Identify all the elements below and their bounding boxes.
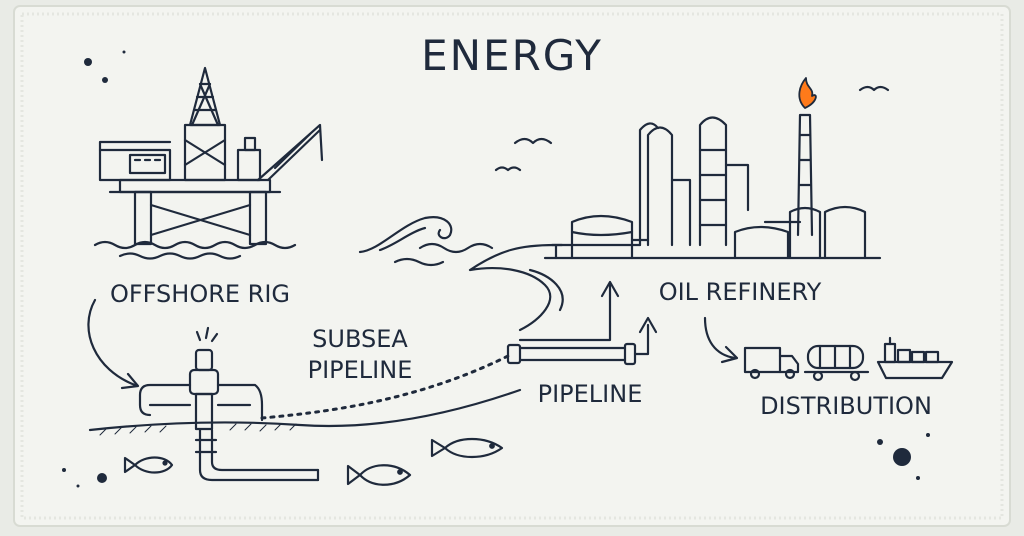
seabed-hatching xyxy=(99,423,297,436)
napkin-background xyxy=(13,5,1011,527)
fish-icon-3 xyxy=(430,438,504,458)
fish-icon-2 xyxy=(346,464,412,486)
subsea-pipeline-path xyxy=(260,353,512,420)
label-oil-refinery: OIL REFINERY xyxy=(659,278,822,306)
label-subsea-line1: SUBSEA xyxy=(312,325,408,353)
wellhead-icon xyxy=(138,326,320,482)
seabed-line xyxy=(88,388,522,432)
arrow-refinery-to-distribution-head xyxy=(720,345,739,364)
bird-icon-2 xyxy=(494,166,522,172)
wave-icon xyxy=(358,216,494,267)
arrow-rig-to-wellhead xyxy=(87,298,137,387)
napkin-border xyxy=(20,12,1004,520)
cargo-ship-icon xyxy=(876,336,954,380)
tanker-truck-icon xyxy=(803,344,870,382)
refinery-icon xyxy=(543,113,882,260)
truck-icon xyxy=(743,346,800,380)
label-distribution: DISTRIBUTION xyxy=(760,392,932,420)
label-subsea-line2: PIPELINE xyxy=(308,356,413,384)
land-pipeline xyxy=(506,280,658,366)
label-offshore-rig: OFFSHORE RIG xyxy=(110,280,290,308)
bird-icon-3 xyxy=(858,85,890,92)
fish-icon xyxy=(123,456,174,474)
flame-icon xyxy=(798,77,817,109)
label-pipeline: PIPELINE xyxy=(538,380,643,408)
ink-splatters xyxy=(62,50,930,488)
arrow-refinery-to-distribution xyxy=(703,316,737,360)
arrow-rig-to-wellhead-head xyxy=(120,372,140,390)
bird-icon xyxy=(513,137,553,145)
diagram-title: ENERGY xyxy=(421,31,603,80)
oil-rig-icon xyxy=(93,66,324,260)
